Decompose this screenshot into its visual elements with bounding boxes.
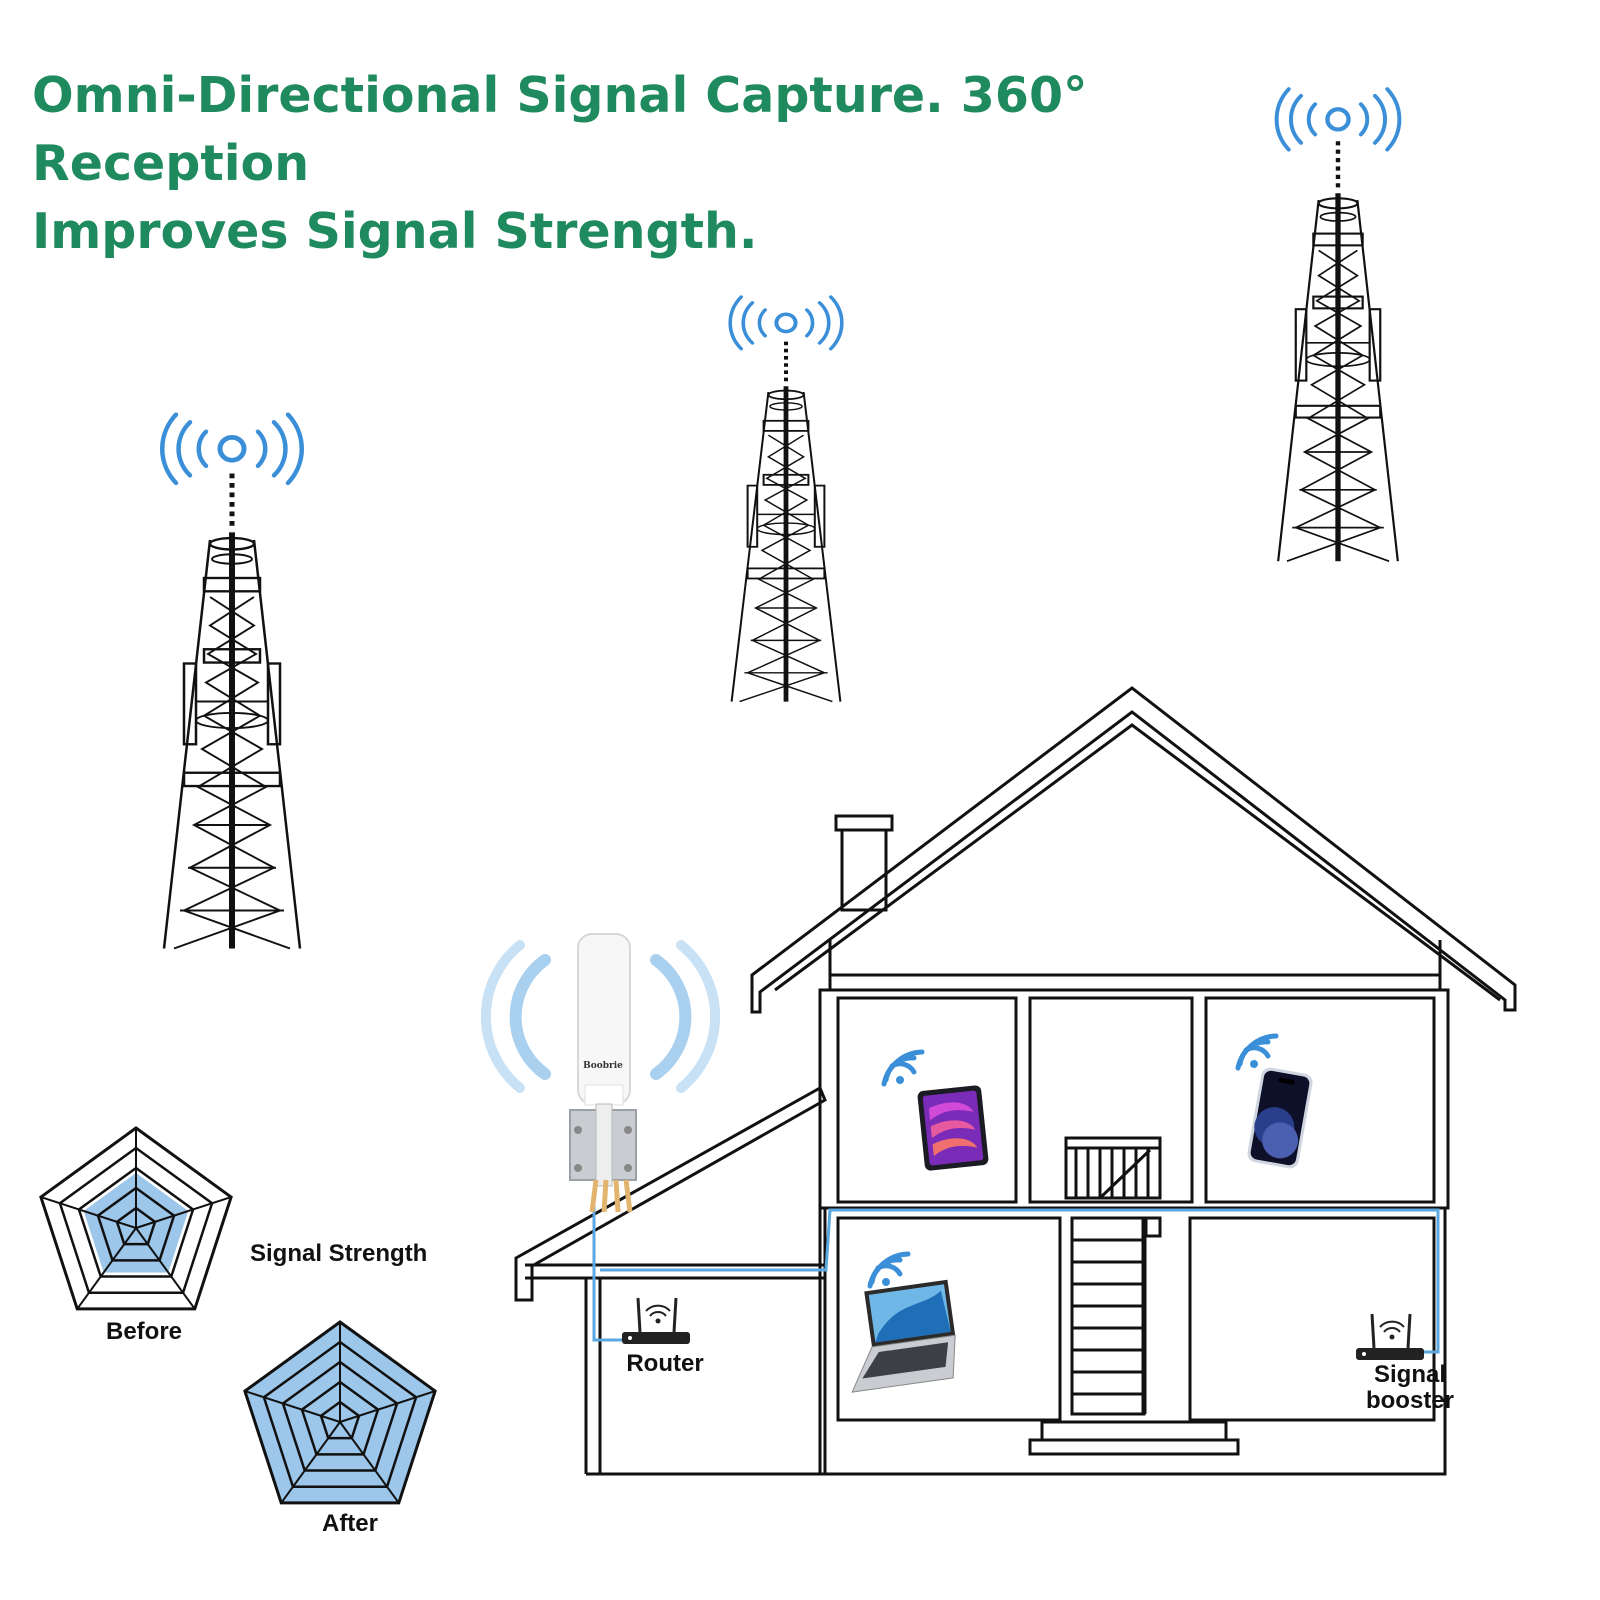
signal-strength-label: Signal Strength	[250, 1240, 428, 1267]
radar-before-spoke	[135, 1196, 232, 1229]
radar-after-ring	[243, 1320, 437, 1505]
antenna-icon: Boobrie	[480, 933, 721, 1213]
radar-before-ring	[58, 1146, 214, 1294]
radar-after-spoke	[339, 1390, 436, 1423]
router-label: Router	[626, 1350, 704, 1377]
radar-before-spoke	[135, 1227, 196, 1310]
radar-before-ring	[77, 1166, 195, 1278]
radar-before	[39, 1126, 233, 1311]
radar-after-spoke	[280, 1421, 341, 1504]
after-label: After	[321, 1510, 378, 1537]
wifi-icon-laptop	[867, 1251, 911, 1289]
headline-line-2: Improves Signal Strength.	[32, 203, 758, 260]
tower-icon-left	[162, 415, 302, 949]
coax-cable-house	[600, 1208, 1440, 1354]
radar-after-ring	[262, 1340, 418, 1488]
radar-before-ring	[115, 1206, 157, 1246]
laptop-icon	[851, 1279, 956, 1393]
radar-before-spoke	[76, 1227, 137, 1310]
radar-after	[243, 1320, 437, 1505]
signal-booster-label-line-1: Signal	[1373, 1361, 1446, 1388]
antenna-brand: Boobrie	[583, 1061, 623, 1071]
radar-before-ring	[96, 1186, 176, 1262]
radar-before-spoke	[40, 1196, 137, 1229]
router-icon	[622, 1297, 690, 1344]
wifi-icon-phone	[1235, 1033, 1279, 1071]
radar-before-ring	[39, 1126, 233, 1311]
radar-after-ring	[281, 1360, 399, 1472]
radar-after-ring	[300, 1380, 380, 1456]
radar-after-ring	[319, 1400, 361, 1440]
tower-icon-right	[1277, 89, 1400, 561]
house-icon	[514, 686, 1517, 1476]
coax-cable	[592, 1188, 622, 1342]
booster-icon	[1356, 1313, 1424, 1360]
headline: Omni-Directional Signal Capture. 360° Re…	[32, 62, 1292, 266]
signal-booster-label: Signal booster	[1350, 1362, 1470, 1414]
phone-icon	[1247, 1067, 1313, 1169]
signal-booster-label-line-2: booster	[1365, 1387, 1454, 1414]
wifi-icon-tablet	[881, 1049, 925, 1087]
tablet-icon	[917, 1085, 989, 1171]
tower-icon-middle	[730, 297, 842, 702]
radar-after-spoke	[339, 1421, 400, 1504]
before-label: Before	[105, 1318, 183, 1345]
radar-after-spoke	[244, 1390, 341, 1423]
headline-line-1: Omni-Directional Signal Capture. 360° Re…	[32, 67, 1088, 192]
